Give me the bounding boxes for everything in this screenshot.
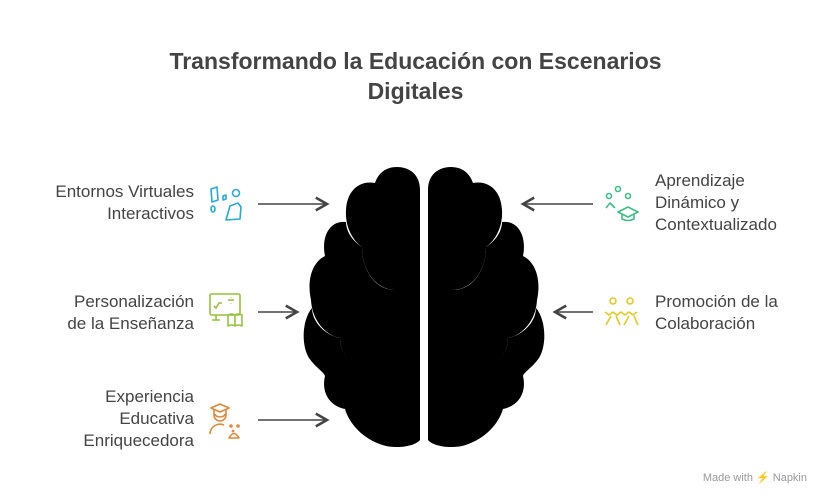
napkin-footer: Made with ⚡ Napkin (702, 472, 807, 484)
brain-left-hemisphere (303, 167, 420, 448)
graduate-icon (209, 403, 240, 439)
group-icon (604, 297, 639, 326)
brain-right-hemisphere (428, 167, 545, 448)
vr-user-icon (210, 186, 242, 221)
graduation-network-icon (605, 185, 639, 222)
title: Transformando la Educación con Escenario… (169, 48, 662, 104)
board-book-icon (209, 293, 243, 327)
